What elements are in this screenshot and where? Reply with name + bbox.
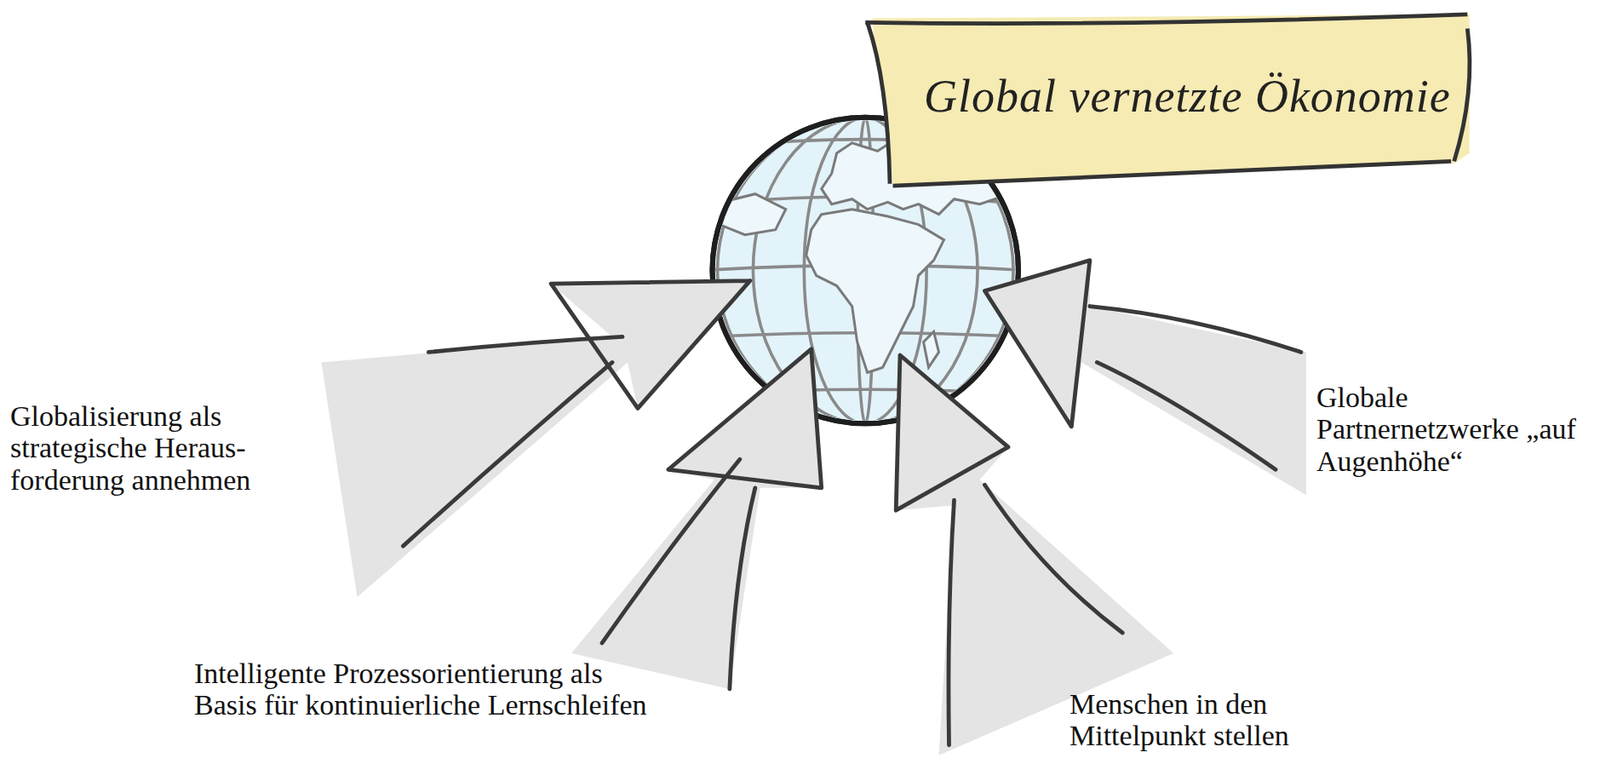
arrow-label: Globale Partnernetzwerke „auf Augenhöhe“ (1316, 381, 1594, 477)
arrow-label: Intelligente Prozessorientierung als Bas… (194, 657, 671, 722)
arrow-label: Globalisierung als strategische Heraus-f… (10, 400, 300, 496)
arrow-label: Menschen in den Mittelpunkt stellen (1069, 688, 1351, 752)
title-banner (865, 14, 1470, 186)
globe-scene (321, 14, 1469, 756)
banner-title: Global vernetzte Ökonomie (923, 69, 1451, 123)
